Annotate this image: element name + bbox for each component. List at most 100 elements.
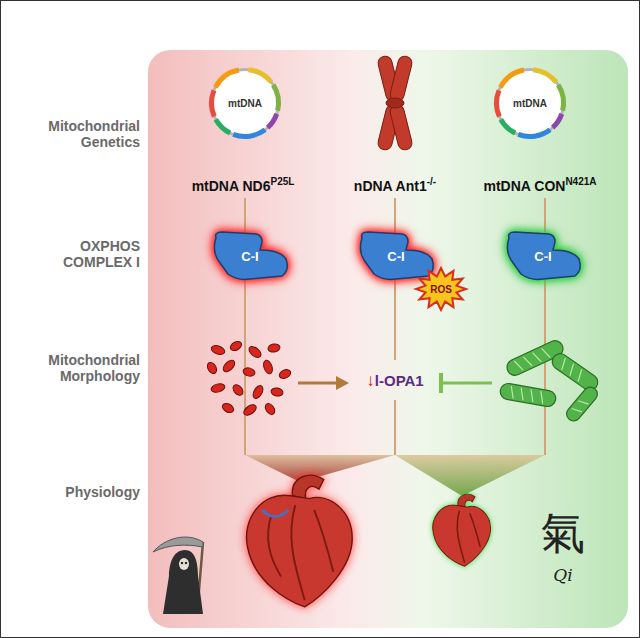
- elongated-mitochondria: [499, 338, 601, 424]
- qi-character: 氣: [541, 508, 585, 559]
- mitochondrion: [206, 361, 219, 375]
- inhibition-shaft: [442, 382, 492, 385]
- complex-i-shape: C-I: [356, 230, 436, 282]
- fragmented-mitochondria: [206, 340, 293, 418]
- gene-segment: [232, 128, 266, 139]
- aorta: [292, 475, 323, 498]
- chromosome-arm: [389, 103, 414, 151]
- gene-segment: [271, 84, 281, 112]
- ros-burst-shape: [416, 268, 466, 310]
- cristae: [514, 347, 550, 372]
- complex-i-body: [214, 232, 287, 279]
- chromosome-arm: [389, 55, 414, 103]
- gene-segment: [494, 89, 502, 117]
- cristae: [572, 398, 589, 415]
- label-part: l-OPA1: [375, 372, 424, 389]
- row-label: Physiology: [4, 484, 140, 500]
- row-label: Mitochondrial Genetics: [4, 118, 140, 150]
- mitochondrion: [221, 358, 237, 374]
- node-text: C-I: [534, 249, 551, 264]
- node-text: C-I: [241, 249, 258, 264]
- ros-burst: ROS: [416, 268, 466, 310]
- heart: [247, 495, 353, 607]
- gene-segment: [214, 118, 232, 135]
- mitochondrion: [278, 368, 292, 380]
- mitochondrion: [251, 384, 265, 400]
- gene-segment: [551, 113, 564, 130]
- protein-label: ↓l-OPA1: [366, 371, 423, 391]
- aorta: [458, 494, 475, 507]
- complex-i-shape: C-I: [503, 230, 583, 282]
- convergence-wedge: [395, 455, 545, 496]
- skull: [179, 558, 189, 570]
- arrow-head: [336, 376, 349, 390]
- eye: [181, 562, 183, 564]
- mitochondrion: [247, 344, 263, 359]
- label-part: ↓: [366, 371, 375, 390]
- coronary-vessel: [268, 505, 333, 600]
- label-part: N421A: [565, 176, 596, 187]
- genotype-label: mtDNA ND6P25L: [192, 176, 295, 195]
- inhibition-end: [439, 373, 443, 393]
- gene-segment: [248, 67, 273, 84]
- normal-heart: [433, 494, 491, 566]
- label-part: mtDNA CON: [483, 178, 565, 194]
- mitochondrion: [242, 367, 256, 378]
- mitochondrion: [262, 359, 274, 375]
- label-part: mtDNA ND6: [192, 178, 271, 194]
- arrow-shaft: [298, 382, 338, 385]
- gene-segment: [266, 113, 279, 130]
- mitochondrion: [564, 384, 600, 424]
- gene-segment: [213, 68, 239, 89]
- cristae: [509, 386, 545, 404]
- mitochondrion: [242, 403, 258, 418]
- column-lines: [245, 198, 545, 455]
- mitochondrion: [263, 402, 276, 416]
- gene-segment: [556, 84, 566, 112]
- mtdna-circle: mtDNA: [492, 65, 568, 141]
- label-part: -/-: [427, 176, 436, 187]
- mitochondrion: [229, 340, 243, 353]
- node-text: mtDNA: [228, 98, 262, 109]
- inhibition-bar: [441, 373, 492, 393]
- scythe-blade: [153, 537, 203, 552]
- mitochondrion: [221, 402, 235, 415]
- eye: [185, 562, 187, 564]
- complex-i-body: [507, 232, 580, 279]
- gene-segment: [533, 67, 558, 84]
- genotype-label: nDNA Ant1-/-: [354, 176, 436, 195]
- row-label: Mitochondrial Morphology: [4, 352, 140, 384]
- gene-segment: [498, 68, 524, 89]
- mitochondrion: [231, 383, 245, 397]
- mitochondrion: [270, 387, 283, 397]
- gene-segment: [499, 118, 517, 135]
- qi-label: Qi: [553, 566, 572, 586]
- complex-i-body: [360, 232, 433, 279]
- mitochondrion: [499, 382, 557, 407]
- label-part: nDNA Ant1: [354, 178, 427, 194]
- background-panel: [148, 50, 628, 628]
- heart: [433, 505, 491, 566]
- node-text: ROS: [430, 284, 452, 295]
- mitochondrion: [210, 344, 226, 356]
- gene-segment: [209, 89, 217, 117]
- mitochondrion: [267, 343, 280, 353]
- coronary-vessel: [457, 511, 480, 563]
- node-text: C-I: [387, 249, 404, 264]
- centromere: [386, 98, 404, 108]
- label-part: P25L: [270, 176, 294, 187]
- gene-segment: [517, 128, 551, 139]
- complex-i-shape: C-I: [210, 230, 290, 282]
- row-label: OXPHOS COMPLEX I: [40, 238, 140, 270]
- grim-reaper: [153, 537, 203, 614]
- cristae: [558, 358, 585, 382]
- robe: [163, 550, 203, 614]
- vein: [262, 510, 289, 516]
- mitochondrion: [210, 382, 226, 393]
- promote-arrow: [298, 376, 349, 390]
- column-line: [394, 400, 396, 455]
- mtdna-circle: mtDNA: [207, 65, 283, 141]
- chromosome-symbol: [377, 55, 414, 152]
